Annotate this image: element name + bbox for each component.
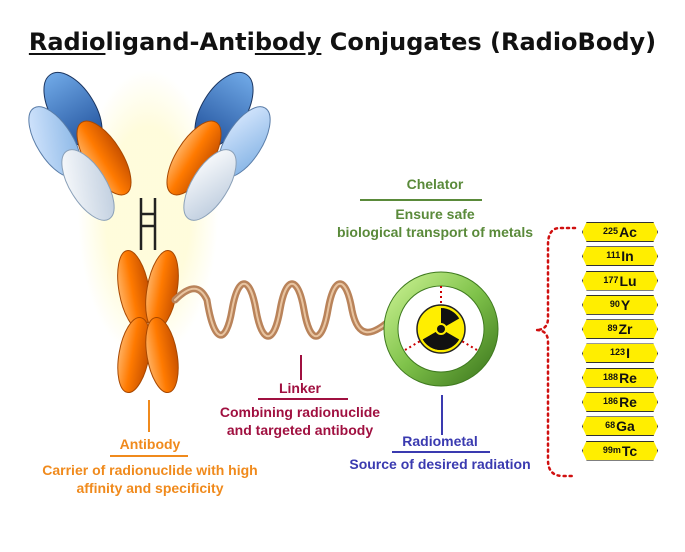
isotope-symbol: Tc xyxy=(621,442,638,459)
antibody-desc-line2: affinity and specificity xyxy=(76,479,224,496)
title-rest: Conjugates (RadioBody) xyxy=(321,28,657,56)
linker-description: Combining radionuclide and targeted anti… xyxy=(180,404,420,439)
isotope-symbol: Y xyxy=(620,296,631,313)
title-ligand-anti: ligand-Anti xyxy=(105,28,255,56)
radiometal-heading: Radiometal xyxy=(402,433,478,449)
antibody-description: Carrier of radionuclide with high affini… xyxy=(10,462,290,497)
isotope-symbol: Zr xyxy=(618,321,633,338)
isotope-symbol: In xyxy=(621,248,634,265)
isotope-symbol: I xyxy=(626,345,630,362)
isotope-mass: 188 xyxy=(603,371,619,382)
chelator-heading: Chelator xyxy=(406,176,464,192)
isotope-mass: 186 xyxy=(603,396,619,407)
chelator-desc-line2: biological transport of metals xyxy=(336,223,534,240)
isotope-mass: 177 xyxy=(603,274,619,285)
page-title: Radioligand-Antibody Conjugates (RadioBo… xyxy=(0,28,685,56)
chelator-description: Ensure safe biological transport of meta… xyxy=(300,206,570,241)
isotope-symbol: Lu xyxy=(619,272,637,289)
radiometal-description: Source of desired radiation xyxy=(349,456,531,472)
isotope-mass: 111 xyxy=(606,250,621,261)
radiometal-rule xyxy=(392,451,490,453)
antibody-pointer xyxy=(148,400,150,432)
linker-pointer xyxy=(300,355,302,380)
title-underlined-radio: Radio xyxy=(28,28,106,56)
antibody-heading: Antibody xyxy=(119,436,181,452)
isotope-mass: 90 xyxy=(609,298,620,309)
linker-rule xyxy=(258,398,348,400)
isotope-symbol: Ga xyxy=(616,418,635,435)
isotope-mass: 225 xyxy=(603,226,619,236)
isotope-symbol: Re xyxy=(619,394,637,411)
linker-desc-line2: and targeted antibody xyxy=(226,421,374,438)
chelator-rule xyxy=(360,199,482,201)
isotope-symbol: Ac xyxy=(619,224,637,240)
isotope-bracket xyxy=(535,226,577,478)
isotope-symbol: Re xyxy=(619,369,637,386)
chelator-desc-line1: Ensure safe xyxy=(395,206,475,222)
linker-heading: Linker xyxy=(278,380,321,396)
isotope-mass: 99m xyxy=(602,444,621,455)
isotope-mass: 89 xyxy=(607,323,618,334)
chelator-ring-icon xyxy=(383,271,499,387)
antibody-desc-line1: Carrier of radionuclide with high xyxy=(42,462,258,478)
isotope-mass: 123 xyxy=(610,347,626,358)
linker-desc-line1: Combining radionuclide xyxy=(219,404,381,420)
radiometal-pointer xyxy=(441,395,443,435)
radiation-trefoil-icon xyxy=(416,304,466,354)
title-underlined-body: body xyxy=(254,28,322,56)
chelator-label: Chelator xyxy=(300,176,570,194)
antibody-rule xyxy=(110,455,188,457)
isotope-mass: 68 xyxy=(605,420,616,431)
antibody-icon xyxy=(28,70,271,394)
